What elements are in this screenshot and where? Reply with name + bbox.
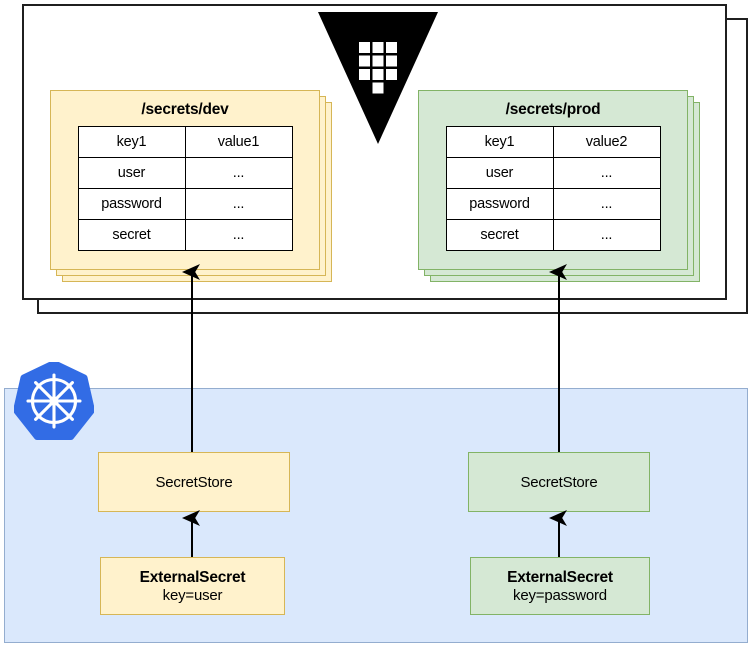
card-title-dev: /secrets/dev [141, 101, 229, 118]
cell-key: password [445, 188, 554, 220]
cell-value: ... [552, 188, 661, 220]
node-label-line1: ExternalSecret [507, 568, 613, 586]
kv-table-prod: key1 value2 user ... password ... secret… [445, 126, 661, 251]
cell-value: ... [184, 219, 293, 251]
cell-key: password [77, 188, 186, 220]
node-secretstore-dev[interactable]: SecretStore [98, 452, 290, 512]
table-row: key1 value1 [77, 126, 293, 158]
node-label-line1: SecretStore [520, 473, 598, 491]
node-label-line2: key=password [513, 586, 607, 604]
table-row: secret ... [445, 219, 661, 251]
cell-key: secret [77, 219, 186, 251]
node-externalsecret-dev[interactable]: ExternalSecret key=user [100, 557, 285, 615]
node-externalsecret-prod[interactable]: ExternalSecret key=password [470, 557, 650, 615]
table-row: password ... [77, 188, 293, 220]
cell-key: user [77, 157, 186, 189]
kubernetes-logo [13, 360, 95, 440]
kv-table-dev: key1 value1 user ... password ... secret… [77, 126, 293, 251]
card-front-dev: /secrets/dev key1 value1 user ... passwo… [50, 90, 320, 270]
vault-logo [318, 12, 438, 144]
cell-value: ... [552, 157, 661, 189]
cell-value: ... [184, 188, 293, 220]
cell-key: user [445, 157, 554, 189]
table-row: user ... [445, 157, 661, 189]
table-row: key1 value2 [445, 126, 661, 158]
node-secretstore-prod[interactable]: SecretStore [468, 452, 650, 512]
card-title-prod: /secrets/prod [505, 101, 601, 118]
cell-value: ... [184, 157, 293, 189]
cell-key: key1 [445, 126, 554, 158]
node-label-line2: key=user [162, 586, 223, 604]
table-row: secret ... [77, 219, 293, 251]
table-row: password ... [445, 188, 661, 220]
secret-card-prod[interactable]: /secrets/prod key1 value2 user ... passw… [418, 90, 708, 290]
cell-value: ... [552, 219, 661, 251]
card-front-prod: /secrets/prod key1 value2 user ... passw… [418, 90, 688, 270]
table-row: user ... [77, 157, 293, 189]
node-label-line1: SecretStore [155, 473, 233, 491]
secret-card-dev[interactable]: /secrets/dev key1 value1 user ... passwo… [50, 90, 340, 290]
node-label-line1: ExternalSecret [139, 568, 246, 586]
cell-key: secret [445, 219, 554, 251]
cell-value: value1 [184, 126, 293, 158]
cell-value: value2 [552, 126, 661, 158]
cell-key: key1 [77, 126, 186, 158]
